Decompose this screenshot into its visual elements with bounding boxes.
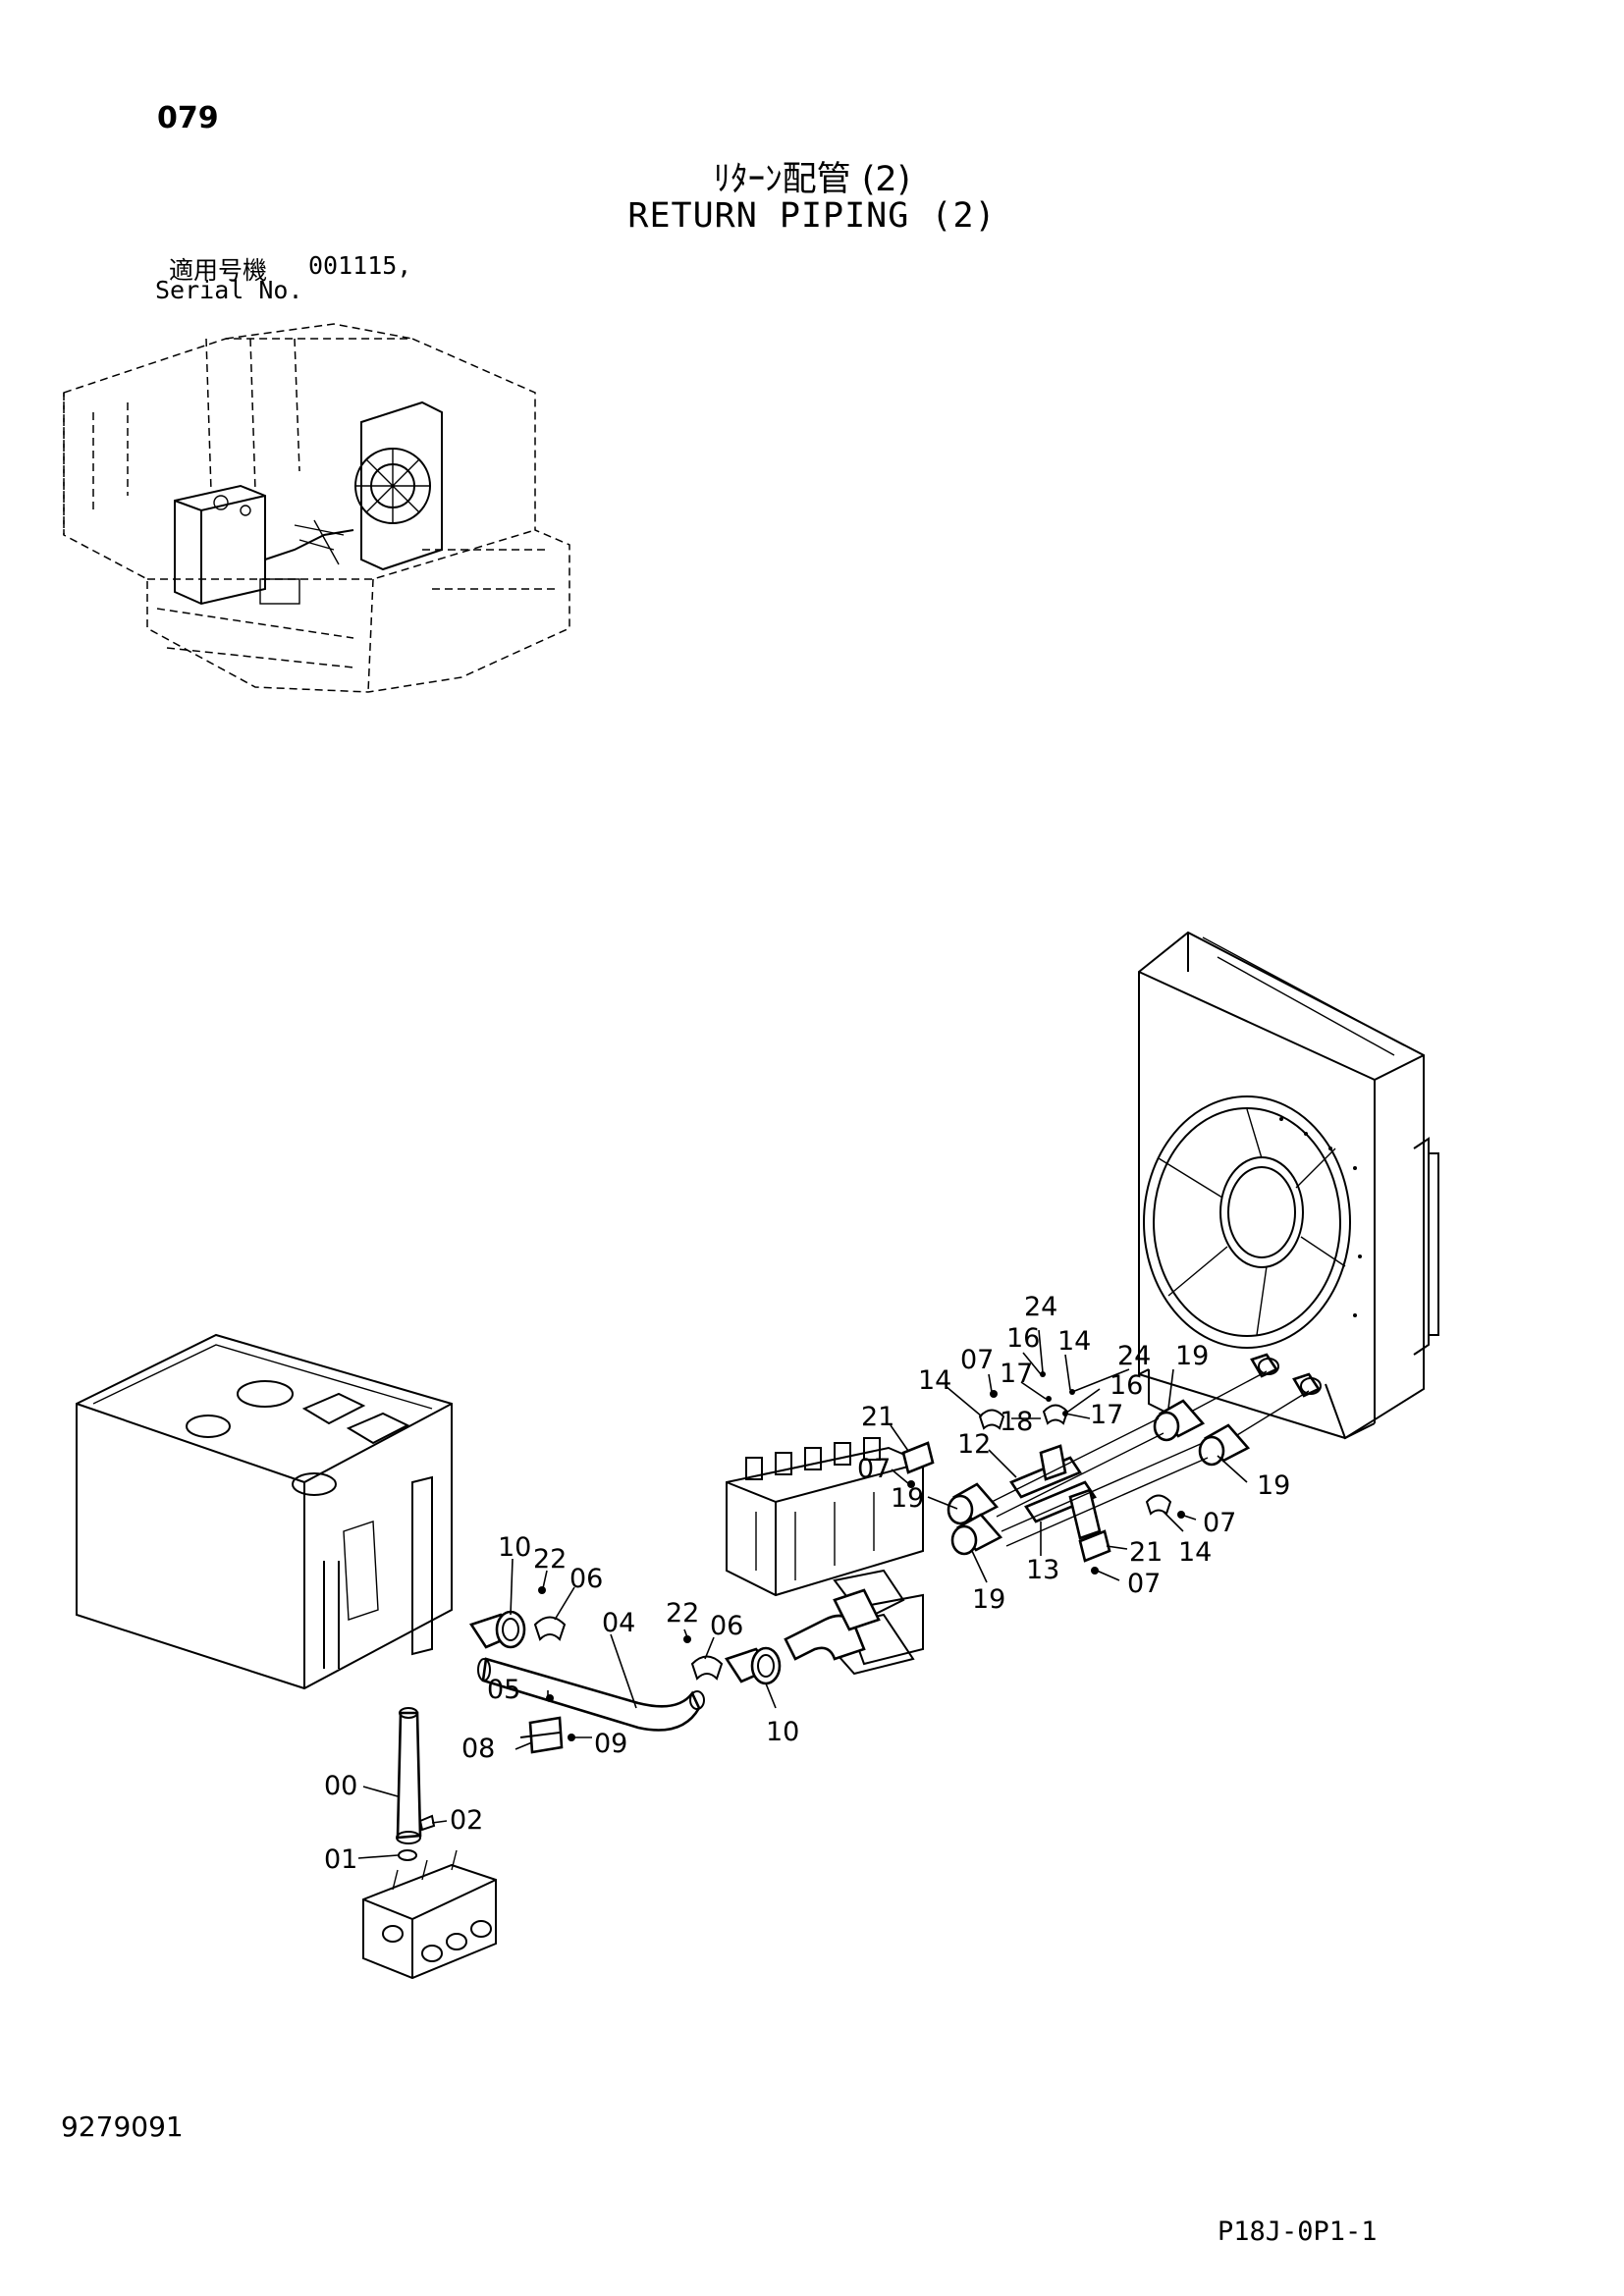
callout-00: 00	[324, 1771, 357, 1801]
callout-06-left: 06	[569, 1564, 603, 1594]
callout-09: 09	[594, 1729, 627, 1759]
callout-24-top: 24	[1024, 1292, 1057, 1322]
callout-10-left: 10	[498, 1532, 531, 1563]
callout-13: 13	[1026, 1555, 1059, 1585]
callout-22-left: 22	[533, 1544, 567, 1575]
callout-18: 18	[1000, 1407, 1033, 1437]
callout-07-right: 07	[1203, 1508, 1236, 1538]
callout-07-mid-left: 07	[857, 1454, 891, 1484]
callout-leader-lines	[357, 1329, 1248, 1859]
callout-24-right: 24	[1117, 1341, 1151, 1371]
callout-07-top: 07	[960, 1345, 994, 1375]
callout-19-bottom: 19	[972, 1584, 1005, 1615]
callout-19-right: 19	[1257, 1470, 1290, 1501]
serial-label-english: Serial No.	[155, 276, 303, 304]
callout-19-mid-left: 19	[891, 1483, 924, 1514]
callout-04: 04	[602, 1608, 635, 1638]
callout-14-top: 14	[1057, 1326, 1091, 1357]
callout-17-right: 17	[1090, 1400, 1123, 1430]
drawing-number: 9279091	[61, 2110, 184, 2143]
page-number: 079	[157, 101, 219, 135]
callout-19-top-right: 19	[1175, 1341, 1209, 1371]
callout-05: 05	[487, 1675, 520, 1705]
sheet-code: P18J-0P1-1	[1218, 2216, 1378, 2247]
control-valve-bottom	[362, 1849, 497, 1980]
callout-22-right: 22	[666, 1598, 699, 1629]
page-title-japanese: ﾘﾀｰﾝ配管 (2)	[713, 160, 911, 199]
hydraulic-tank	[76, 1333, 453, 1690]
return-piping-parts	[396, 1370, 1310, 1861]
callout-06-right: 06	[710, 1611, 743, 1641]
callout-08: 08	[461, 1734, 495, 1764]
callout-14-left: 14	[918, 1365, 951, 1396]
machine-overview-thumbnail	[63, 323, 570, 693]
oil-cooler-radiator-assembly	[1138, 931, 1439, 1440]
serial-label-japanese: 適用号機	[169, 256, 268, 285]
callout-16-right: 16	[1110, 1370, 1143, 1401]
callout-10-right: 10	[766, 1717, 799, 1747]
callout-07-bottom: 07	[1127, 1569, 1161, 1599]
callout-14-bottom: 14	[1178, 1537, 1212, 1568]
callout-12: 12	[957, 1429, 991, 1460]
callout-02: 02	[450, 1805, 483, 1836]
callout-21-bottom: 21	[1129, 1537, 1163, 1568]
callout-labels: 24 16 14 07 24 19 14 17 16 21 18 17 12 0…	[324, 1292, 1290, 1875]
serial-number-value: 001115,	[308, 251, 412, 280]
callout-01: 01	[324, 1844, 357, 1875]
page-title-english: RETURN PIPING (2)	[627, 196, 997, 236]
callout-17-left: 17	[1000, 1359, 1033, 1389]
callout-21-top: 21	[861, 1402, 894, 1432]
callout-16-left: 16	[1006, 1323, 1040, 1354]
